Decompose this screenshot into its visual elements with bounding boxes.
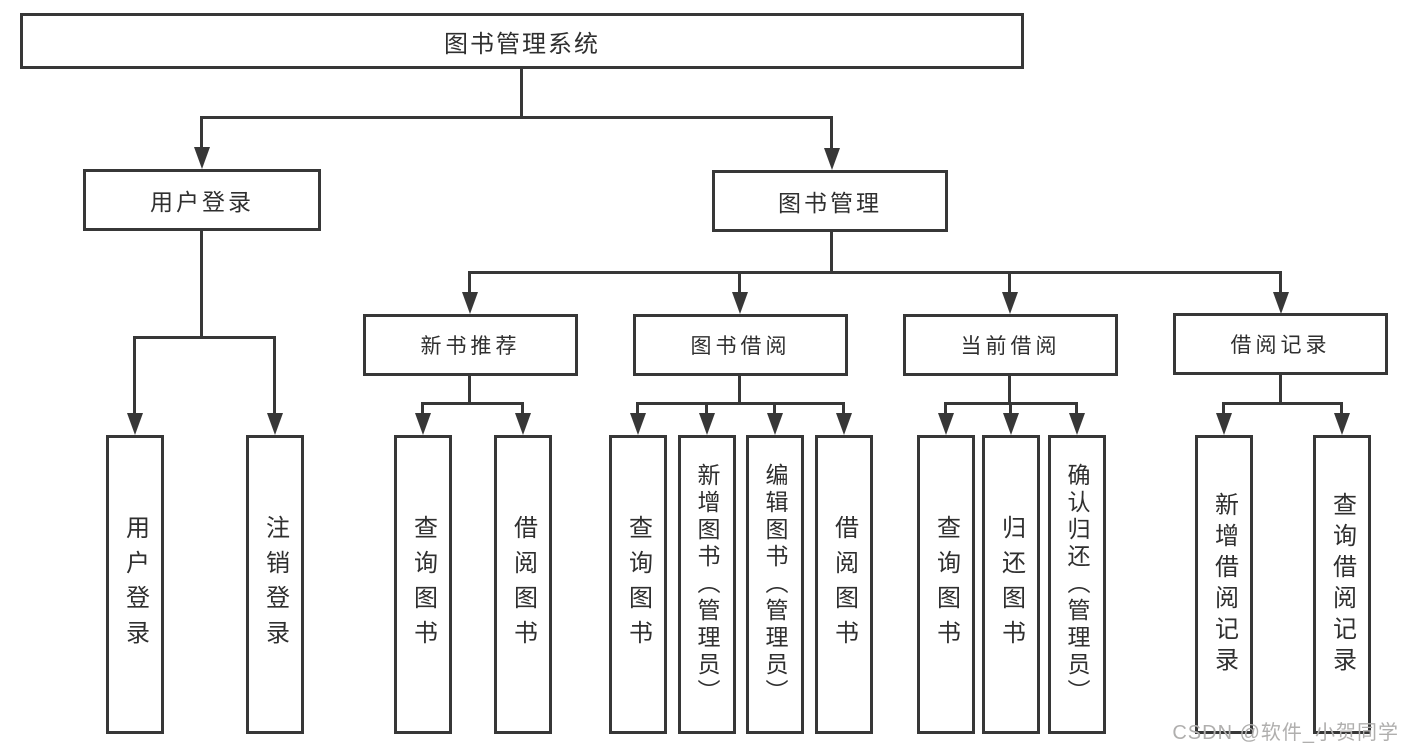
leaf-borrow-book: 借阅图书 xyxy=(815,435,873,734)
leaf-user-login: 用户登录 xyxy=(106,435,164,734)
connector-group-rail xyxy=(421,402,524,405)
node-new-book-recommend: 新书推荐 xyxy=(363,314,578,376)
connector-arrow-shaft xyxy=(1008,271,1011,292)
node-book-borrow: 图书借阅 xyxy=(633,314,848,376)
connector-group-rail xyxy=(1222,402,1343,405)
connector-level2-rail xyxy=(200,116,833,119)
node-borrow-records: 借阅记录 xyxy=(1173,313,1388,375)
connector-arrow-shaft xyxy=(944,402,947,413)
arrow-down-icon xyxy=(194,147,210,169)
arrow-down-icon xyxy=(1002,292,1018,314)
leaf-logout: 注销登录 xyxy=(246,435,304,734)
connector-group-stem xyxy=(200,231,203,338)
arrow-down-icon xyxy=(1216,413,1232,435)
connector-arrow-shaft xyxy=(468,271,471,292)
node-library-system: 图书管理系统 xyxy=(20,13,1024,69)
connector-root-stem xyxy=(520,69,523,118)
arrow-down-icon xyxy=(836,413,852,435)
connector-group-rail xyxy=(636,402,845,405)
arrow-down-icon xyxy=(1069,413,1085,435)
leaf-query-borrow-record: 查询借阅记录 xyxy=(1313,435,1371,734)
connector-arrow-shaft xyxy=(830,116,833,148)
node-current-borrow: 当前借阅 xyxy=(903,314,1118,376)
arrow-down-icon xyxy=(1003,413,1019,435)
arrow-down-icon xyxy=(732,292,748,314)
leaf-confirm-return-admin: 确认归还（管理员） xyxy=(1048,435,1106,734)
leaf-add-book-admin: 新增图书（管理员） xyxy=(678,435,736,734)
leaf-edit-book-admin: 编辑图书（管理员） xyxy=(746,435,804,734)
connector-arrow-shaft xyxy=(705,402,708,413)
connector-arrow-shaft xyxy=(1075,402,1078,413)
leaf-recommend-borrow-book: 借阅图书 xyxy=(494,435,552,734)
arrow-down-icon xyxy=(1334,413,1350,435)
connector-group-rail xyxy=(133,336,276,339)
connector-arrow-shaft xyxy=(273,336,276,413)
arrow-down-icon xyxy=(824,148,840,170)
connector-arrow-shaft xyxy=(1279,271,1282,292)
arrow-down-icon xyxy=(699,413,715,435)
connector-arrow-shaft xyxy=(1222,402,1225,413)
connector-group-stem xyxy=(468,376,471,404)
connector-arrow-shaft xyxy=(738,271,741,292)
connector-arrow-shaft xyxy=(521,402,524,413)
node-book-management: 图书管理 xyxy=(712,170,948,232)
connector-arrow-shaft xyxy=(133,336,136,413)
arrow-down-icon xyxy=(1273,292,1289,314)
leaf-return-book: 归还图书 xyxy=(982,435,1040,734)
connector-group-stem xyxy=(738,376,741,404)
connector-book-mgmt-stem xyxy=(830,232,833,273)
connector-arrow-shaft xyxy=(773,402,776,413)
arrow-down-icon xyxy=(767,413,783,435)
leaf-borrow-query-book: 查询图书 xyxy=(609,435,667,734)
connector-arrow-shaft xyxy=(200,116,203,147)
arrow-down-icon xyxy=(630,413,646,435)
connector-arrow-shaft xyxy=(1340,402,1343,413)
arrow-down-icon xyxy=(462,292,478,314)
connector-arrow-shaft xyxy=(421,402,424,413)
connector-group-stem xyxy=(1008,376,1011,404)
connector-group-stem xyxy=(1279,375,1282,404)
arrow-down-icon xyxy=(415,413,431,435)
connector-arrow-shaft xyxy=(842,402,845,413)
watermark: CSDN @软件_小贺同学 xyxy=(1172,722,1399,744)
arrow-down-icon xyxy=(515,413,531,435)
connector-arrow-shaft xyxy=(636,402,639,413)
connector-level3-rail xyxy=(468,271,1282,274)
leaf-recommend-query-book: 查询图书 xyxy=(394,435,452,734)
arrow-down-icon xyxy=(127,413,143,435)
arrow-down-icon xyxy=(938,413,954,435)
leaf-current-query-book: 查询图书 xyxy=(917,435,975,734)
node-user-login: 用户登录 xyxy=(83,169,321,231)
connector-arrow-shaft xyxy=(1009,402,1012,413)
arrow-down-icon xyxy=(267,413,283,435)
leaf-add-borrow-record: 新增借阅记录 xyxy=(1195,435,1253,734)
